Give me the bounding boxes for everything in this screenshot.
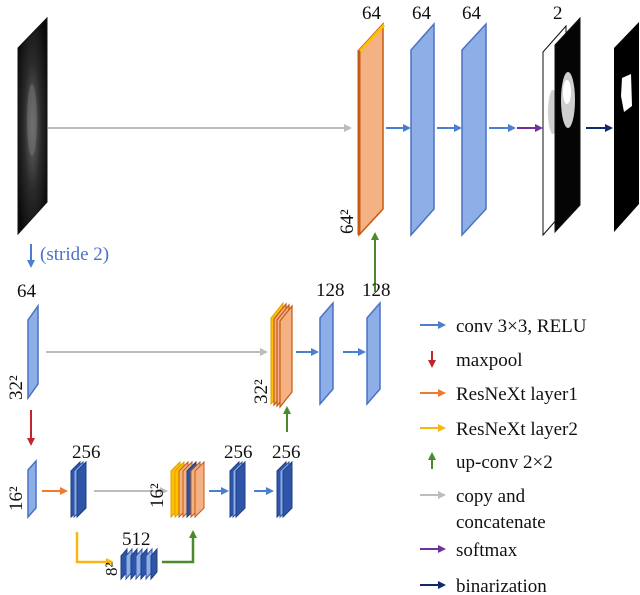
l2-dec-blue-block-2 [366, 300, 381, 407]
legend-label: ResNeXt layer1 [456, 384, 578, 405]
top-channel-64-a: 64 [362, 3, 382, 24]
l2-channel-128-b: 128 [362, 280, 391, 301]
l3-channel-256-b: 256 [224, 442, 253, 463]
resnext2-arrow [75, 532, 114, 566]
l3-dec-size-label: 16² [147, 483, 168, 508]
legend-label: binarization [456, 576, 547, 595]
l2-dec-size-label: 32² [251, 379, 272, 404]
l3-dec-blue-block-2 [276, 460, 293, 519]
upconv-arrow-l3 [162, 530, 197, 564]
stride-label: (stride 2) [40, 244, 109, 265]
legend-label: copy and [456, 486, 526, 507]
l2-size-label: 32² [6, 375, 27, 400]
legend-label: up-conv 2×2 [456, 452, 553, 473]
softmax-output [542, 16, 581, 237]
bottleneck-channel-512: 512 [122, 529, 151, 550]
l3-dec-blue-block-1 [229, 460, 246, 519]
l2-dec-blue-block-1 [319, 300, 334, 407]
top-orange-block [357, 22, 385, 237]
top-channel-64-b: 64 [412, 3, 432, 24]
top-size-label: 64² [337, 209, 358, 234]
top-channel-64-c: 64 [462, 3, 482, 24]
top-blue-block-1 [410, 22, 435, 237]
l3-enc-dark-block [70, 460, 87, 519]
legend-label: conv 3×3, RELU [456, 316, 587, 337]
binarized-output [614, 22, 639, 232]
legend-label: maxpool [456, 350, 523, 371]
l3-channel-256: 256 [72, 442, 101, 463]
legend-label-line2: concatenate [456, 512, 546, 533]
l3-size-label: 16² [6, 486, 27, 511]
l2-decoder-orange-block [270, 301, 293, 409]
l2-channel-64: 64 [17, 281, 37, 302]
l2-blue-block [27, 303, 39, 401]
legend-label: ResNeXt layer2 [456, 419, 578, 440]
l3-blue-block [27, 459, 37, 519]
l3-decoder-block [170, 460, 205, 519]
legend-label: softmax [456, 540, 518, 561]
bottleneck-size-label: 8² [102, 562, 121, 576]
input-image [17, 16, 48, 236]
l3-channel-256-c: 256 [272, 442, 301, 463]
top-channel-2: 2 [553, 3, 563, 24]
top-blue-block-2 [461, 22, 487, 237]
l2-channel-128-a: 128 [316, 280, 345, 301]
bottleneck-block [120, 547, 158, 581]
